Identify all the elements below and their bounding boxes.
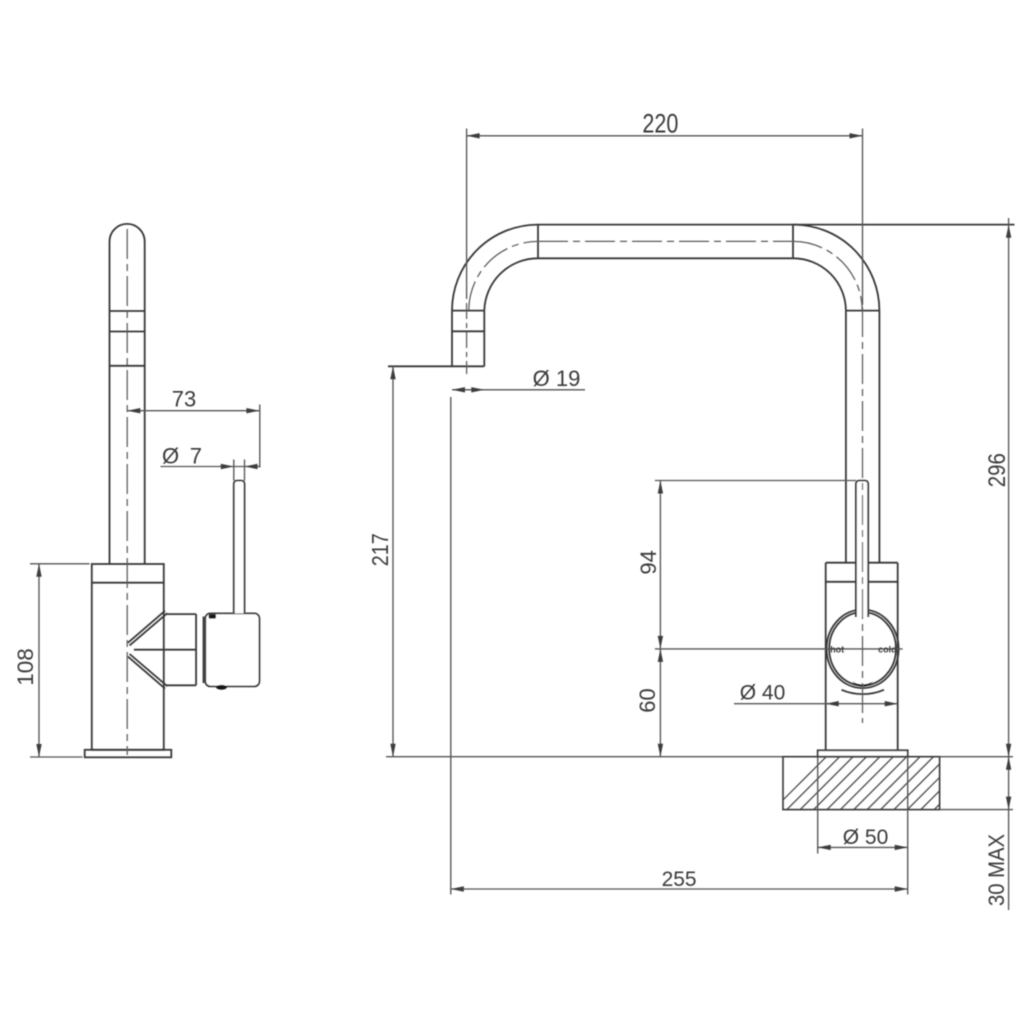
svg-text:73: 73 [172, 387, 196, 412]
svg-text:30 MAX: 30 MAX [984, 834, 1009, 906]
svg-text:Ø 40: Ø 40 [740, 681, 786, 704]
svg-text:hot: hot [830, 644, 844, 654]
svg-text:Ø 19: Ø 19 [533, 366, 581, 391]
svg-text:255: 255 [662, 868, 697, 891]
svg-text:296: 296 [984, 453, 1011, 487]
svg-text:108: 108 [13, 648, 38, 686]
svg-text:220: 220 [642, 109, 678, 139]
svg-text:60: 60 [635, 688, 660, 712]
svg-text:217: 217 [367, 533, 393, 566]
svg-text:Ø 7: Ø 7 [162, 444, 202, 469]
svg-text:cold: cold [878, 644, 897, 654]
svg-text:94: 94 [636, 550, 661, 574]
svg-text:Ø 50: Ø 50 [843, 826, 889, 849]
